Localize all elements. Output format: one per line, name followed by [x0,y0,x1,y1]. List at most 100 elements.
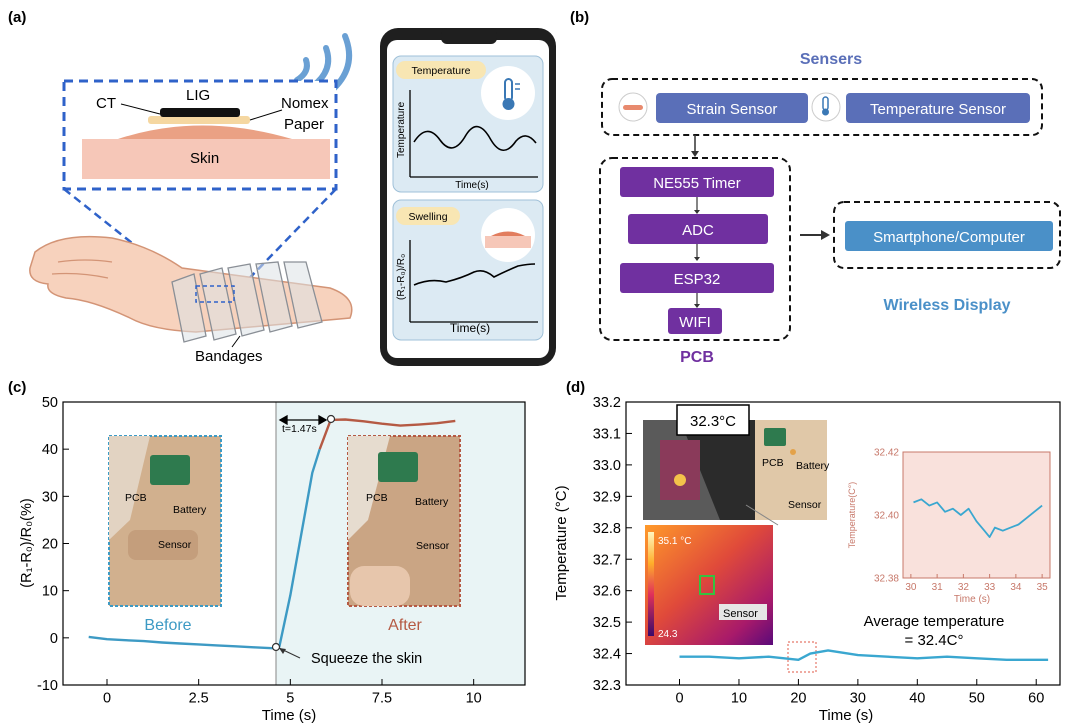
y-tick-label: 40 [42,442,58,458]
inset-x-tick-label: 32 [958,582,970,593]
before-label: Before [144,617,191,634]
wireless-display-title: Wireless Display [883,297,1010,314]
phone-swelling-ylabel: (R₁-R₀)/R₀ [396,254,407,300]
phone-swelling-card: Swelling (R₁-R₀)/R₀ Time(s) [392,199,544,341]
panel-label-c: (c) [8,379,26,396]
x-tick-label: 0 [675,691,683,707]
sensers-title: Sensers [800,51,862,68]
temperature-sensor-icon [811,92,841,122]
thermal-scale-min: 24.3 [658,629,678,640]
skin-cross-section [82,108,330,179]
x-tick-label: 40 [909,691,925,707]
strain-sensor-icon [618,92,648,122]
squeeze-marker [271,642,281,652]
strain-sensor-box [656,93,808,123]
arrow-icon [821,230,830,240]
inset-plot-area [902,451,1051,579]
strain-sensor-label: Strain Sensor [687,101,778,118]
phone-temperature-ylabel: Temperature [396,101,407,158]
before-photo [108,435,222,607]
temperature-sensor-label: Temperature Sensor [870,101,1006,118]
y-tick-label: 10 [42,584,58,600]
y-tick-label: 32.6 [593,584,621,600]
thermal-camera-photo [643,420,755,520]
wrist-pcb-photo [755,420,827,520]
inset-x-tick-label: 30 [905,582,917,593]
x-tick-label: 50 [969,691,985,707]
y-tick-label: 32.7 [593,552,621,568]
inset-x-tick-label: 34 [1010,582,1022,593]
series-line [318,418,456,450]
y-tick-label: 32.9 [593,489,621,505]
before-battery-label: Battery [173,504,207,516]
avg-temp-line1: Average temperature [864,613,1005,630]
series-line [679,649,1049,661]
nomex-label: Nomex [281,95,329,112]
y-tick-label: 30 [42,489,58,505]
arm-illustration [29,235,353,343]
inset-x-tick-label: 31 [932,582,944,593]
esp32-label: ESP32 [674,271,721,288]
series-line [88,448,321,650]
inset-y-tick-label: 32.42 [874,448,899,459]
inset-x-tick-label: 35 [1037,582,1049,593]
y-tick-label: 33.1 [593,427,621,443]
time-gap-label: t=1.47s [282,423,317,435]
chart-c-xlabel: Time (s) [262,707,316,724]
ct-label: CT [96,95,116,112]
ne555-box [620,167,774,197]
thermal-scale-max: 35.1 °C [658,536,691,547]
adc-box [628,214,768,244]
x-tick-label: 20 [790,691,806,707]
peak-marker [326,414,336,424]
chart-c-frame [62,401,526,686]
avg-temp-line2: = 32.4C° [905,632,964,649]
y-tick-label: 0 [50,631,58,647]
chart-d-ylabel: Temperature (°C) [553,485,570,600]
bandages-label: Bandages [195,348,263,365]
time-gap-arrow [278,414,328,426]
thermal-sensor-tag [719,604,767,620]
after-pcb-label: PCB [366,492,388,504]
chart-c-ylabel: (R₁-R₀)/R₀(%) [19,498,35,587]
before-sensor-label: Sensor [158,539,192,551]
wifi-label: WIFI [679,314,711,331]
thermal-image [645,525,773,645]
x-tick-label: 5 [286,691,294,707]
temperature-tag: Temperature [412,65,471,77]
thermal-reading-box [676,404,750,436]
temperature-sensor-box [846,93,1030,123]
phone-swelling-xlabel: Time(s) [450,321,490,335]
d-battery-label: Battery [796,460,830,472]
x-tick-label: 7.5 [372,691,392,707]
before-pcb-label: PCB [125,492,147,504]
d-pcb-label: PCB [762,457,784,469]
x-tick-label: 60 [1028,691,1044,707]
phone-temperature-xlabel: Time(s) [455,180,489,191]
y-tick-label: 32.3 [593,678,621,694]
inset-x-tick-label: 33 [984,582,996,593]
after-photo [347,435,461,607]
adc-label: ADC [682,222,714,239]
squeeze-label: Squeeze the skin [311,651,422,667]
x-tick-label: 2.5 [189,691,209,707]
panel-label-b: (b) [570,9,589,26]
thermal-reading: 32.3°C [690,413,736,430]
wifi-box [668,308,722,334]
esp32-box [620,263,774,293]
chart-d-xlabel: Time (s) [819,707,873,724]
x-tick-label: 10 [466,691,482,707]
after-battery-label: Battery [415,496,449,508]
thermal-sensor-label: Sensor [723,608,758,620]
inset-xlabel: Time (s) [954,594,990,605]
ne555-label: NE555 Timer [653,175,741,192]
after-sensor-label: Sensor [416,540,450,552]
panel-label-a: (a) [8,9,26,26]
chart-d-frame [625,401,1061,686]
y-tick-label: 33.0 [593,458,621,474]
x-tick-label: 30 [850,691,866,707]
inset-ylabel: Temperature(C°) [847,482,857,549]
inset-y-tick-label: 32.38 [874,574,899,585]
swelling-skin-icon [485,231,531,248]
